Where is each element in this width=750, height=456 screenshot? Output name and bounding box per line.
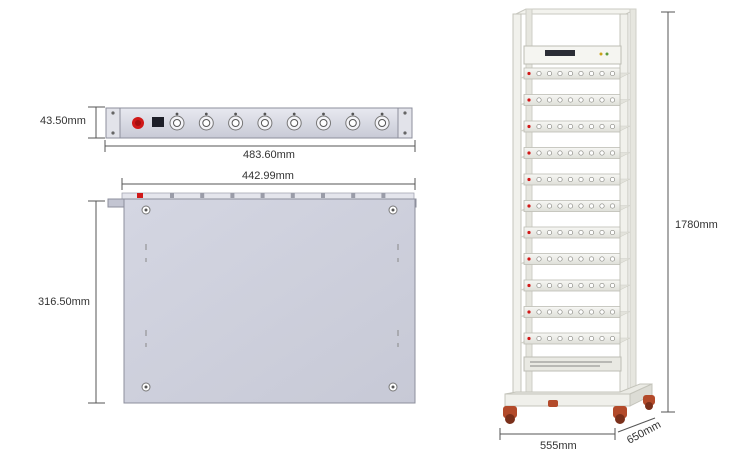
rear-terminal — [381, 193, 386, 198]
rear-terminals — [170, 193, 386, 198]
rack-shelf — [520, 94, 631, 106]
display-window — [152, 117, 164, 127]
rear-terminal — [200, 193, 205, 198]
channel-connector-icon — [316, 112, 331, 131]
rack-shelf — [520, 173, 631, 186]
rear-terminal — [230, 193, 235, 198]
rack-shelf — [520, 120, 631, 133]
top-view-unit — [107, 192, 417, 404]
rack-height-label: 1780mm — [675, 219, 718, 231]
rack-shelf — [520, 332, 631, 345]
rack-shelves — [520, 67, 631, 345]
rear-terminal — [260, 193, 265, 198]
rack-shelf — [520, 226, 631, 239]
rear-terminal — [170, 193, 174, 198]
rack-shelf — [520, 147, 631, 159]
channel-connector-icon — [374, 112, 390, 131]
caster-wheels — [503, 395, 655, 424]
dimension-lines — [88, 11, 675, 440]
channel-connector-icon — [345, 112, 361, 131]
rack-shelf — [520, 67, 631, 80]
unit-depth-label: 316.50mm — [38, 296, 90, 308]
rear-terminal — [290, 193, 295, 198]
rack-shelf — [520, 253, 631, 265]
rack-width-label: 555mm — [540, 440, 577, 452]
rear-terminal — [351, 193, 356, 198]
rear-terminal — [321, 193, 325, 198]
channel-connector-icon — [228, 112, 244, 131]
channel-connector-icon — [169, 112, 185, 131]
unit-width-front-label: 483.60mm — [243, 149, 295, 161]
channel-connector-icon — [286, 112, 302, 131]
unit-height-label: 43.50mm — [40, 115, 86, 127]
rack-shelf — [520, 306, 631, 318]
unit-width-body-label: 442.99mm — [242, 170, 294, 182]
front-connectors — [169, 112, 390, 131]
rack-shelf — [520, 200, 631, 212]
rack-shelf — [520, 279, 631, 292]
channel-connector-icon — [257, 112, 273, 131]
channel-connector-icon — [198, 112, 214, 131]
